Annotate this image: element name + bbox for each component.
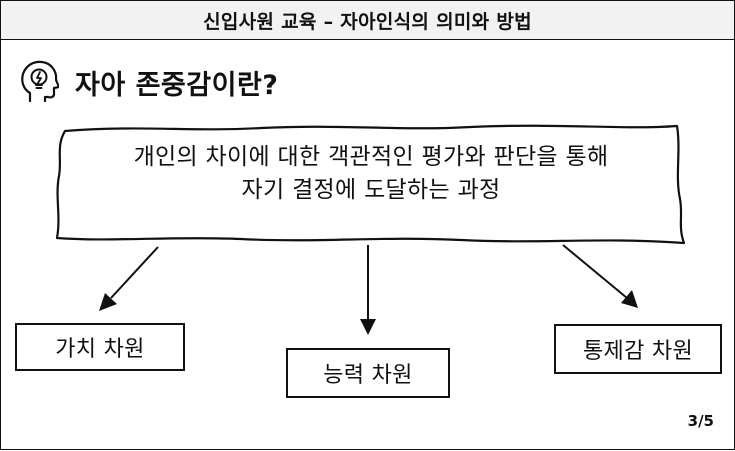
value-dimension-label: 가치 차원 <box>55 337 145 362</box>
arrow-to-ability <box>360 245 376 335</box>
control-dimension-box: 통제감 차원 <box>554 324 722 374</box>
definition-box-outline <box>55 124 686 245</box>
definition-text: 개인의 차이에 대한 객관적인 평가와 판단을 통해 자기 결정에 도달하는 과… <box>71 141 671 207</box>
value-dimension-box: 가치 차원 <box>15 323 185 371</box>
ability-dimension-label: 능력 차원 <box>323 363 413 388</box>
head-lightbulb-icon <box>21 60 59 103</box>
definition-line: 자기 결정에 도달하는 과정 <box>241 177 501 203</box>
control-dimension-label: 통제감 차원 <box>583 339 693 364</box>
definition-line: 개인의 차이에 대한 객관적인 평가와 판단을 통해 <box>133 144 609 170</box>
page-number: 3/5 <box>687 412 714 430</box>
arrow-to-value <box>99 246 159 311</box>
section-heading-row: 자아 존중감이란? <box>19 57 278 107</box>
slide-title: 신입사원 교육 – 자아인식의 의미와 방법 <box>203 10 532 33</box>
ability-dimension-box: 능력 차원 <box>286 348 450 398</box>
slide-header: 신입사원 교육 – 자아인식의 의미와 방법 <box>1 1 734 40</box>
arrow-to-control <box>562 244 638 308</box>
section-heading: 자아 존중감이란? <box>75 69 279 101</box>
